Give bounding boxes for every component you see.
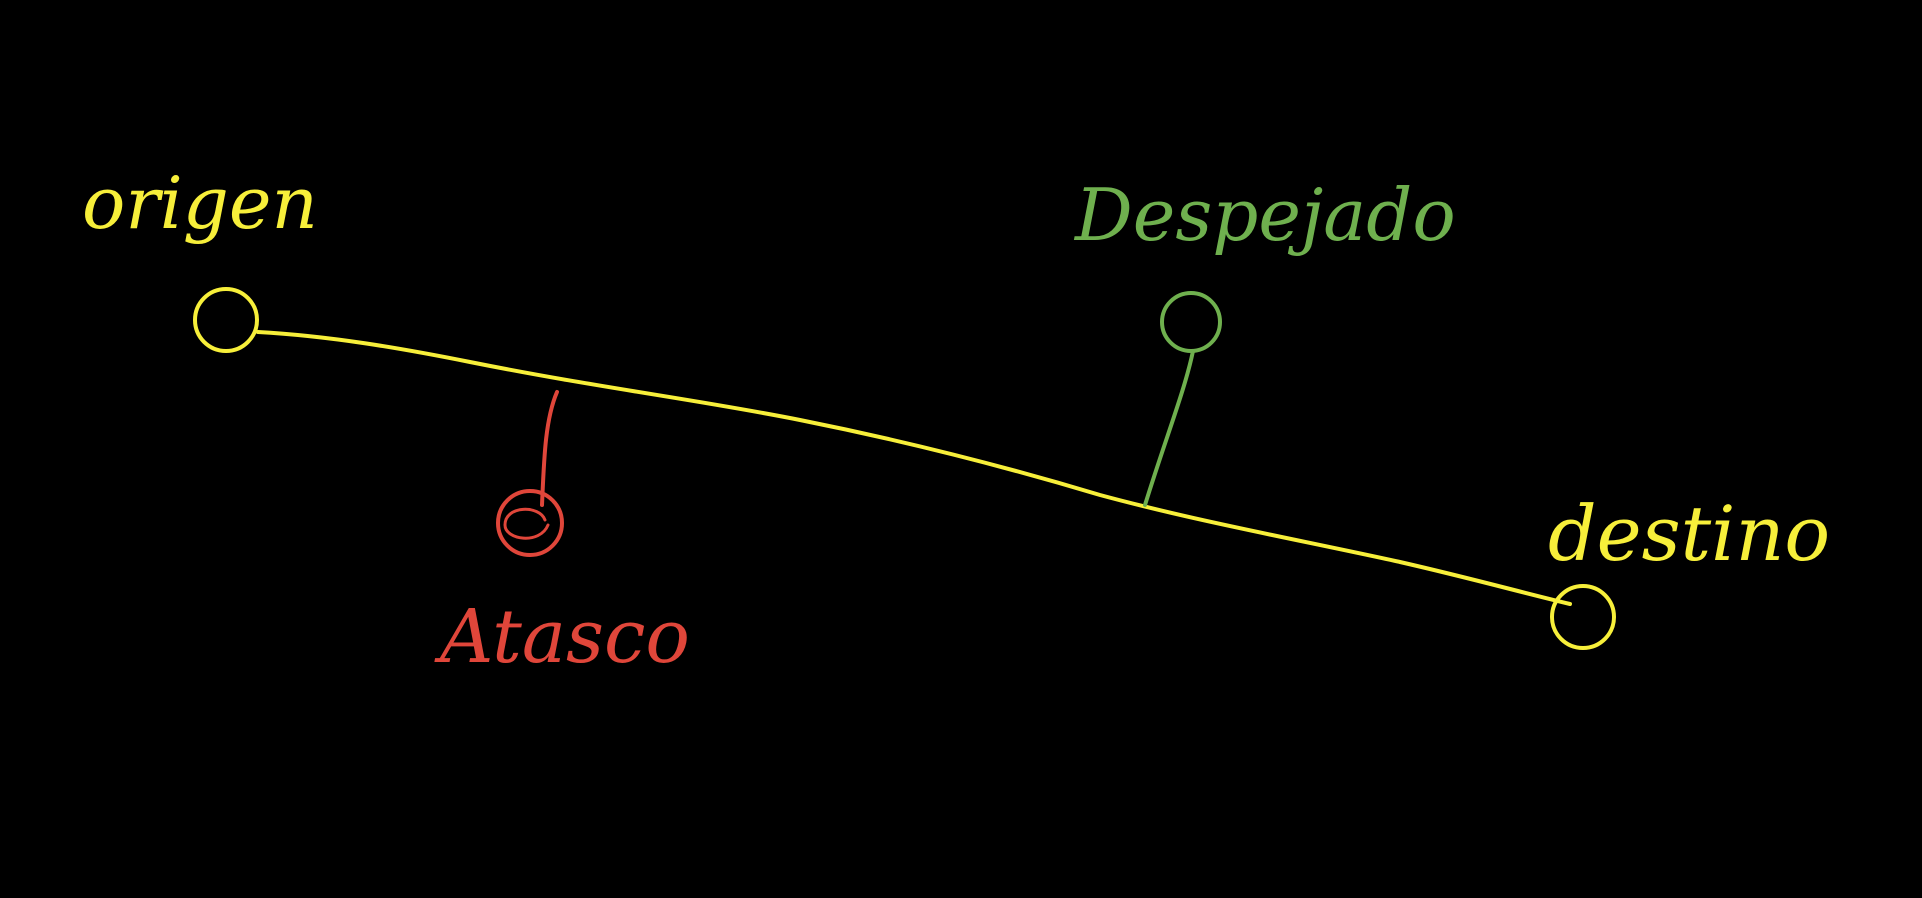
clear-label: Despejado (1073, 173, 1456, 257)
route-line (256, 330, 1572, 606)
blocked-label: Atasco (434, 594, 690, 680)
blocked-node-inner-swirl (503, 507, 550, 540)
clear-connector (1143, 349, 1195, 507)
origin-label: origen (82, 161, 318, 245)
origin-node (193, 287, 259, 353)
destination-node (1550, 584, 1616, 650)
blocked-connector (540, 390, 559, 507)
destination-label: destino (1548, 489, 1830, 578)
blocked-node (496, 489, 564, 557)
